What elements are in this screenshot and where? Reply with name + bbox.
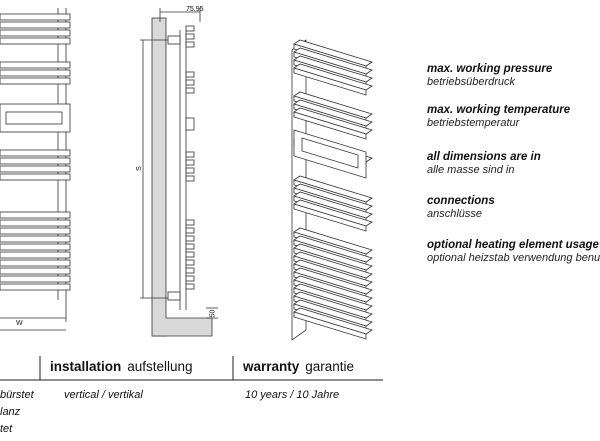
- spec-title: max. working temperature: [427, 104, 571, 116]
- spec-subtitle: optional heizstab verwendung benu: [427, 252, 600, 264]
- perspective-loop-inner: [301, 137, 359, 169]
- perspective-view-drawing: [291, 39, 373, 341]
- spec-subtitle: alle masse sind in: [427, 164, 515, 176]
- warranty-header-normal: garantie: [305, 359, 355, 374]
- installation-header-bold: installation: [50, 359, 122, 374]
- spec-heating-element: optional heating element usage av option…: [427, 239, 600, 265]
- offset-dimension-label: 75.95: [186, 6, 204, 13]
- spec-temperature: max. working temperature betriebstempera…: [427, 104, 570, 130]
- spec-dimensions: all dimensions are in alle masse sind in: [427, 151, 541, 177]
- finish-row: tet: [0, 423, 13, 435]
- installation-header: installation aufstellung: [50, 359, 193, 374]
- width-dimension-label: W: [16, 320, 23, 327]
- spec-subtitle: anschlüsse: [427, 208, 483, 220]
- perspective-bar-face: [293, 111, 367, 140]
- side-view-drawing: [140, 8, 218, 337]
- warranty-header: warranty garantie: [243, 359, 354, 374]
- perspective-bar-face: [293, 311, 367, 340]
- perspective-bar-face: [293, 67, 367, 96]
- installation-header-normal: aufstellung: [127, 359, 193, 374]
- finish-row: lanz: [0, 406, 21, 418]
- spec-subtitle: betriebstemperatur: [427, 117, 520, 129]
- warranty-header-bold: warranty: [243, 359, 300, 374]
- installation-value: vertical / vertikal: [64, 389, 143, 401]
- spec-connections: connections anschlüsse: [427, 195, 495, 221]
- perspective-bar-face: [293, 203, 367, 232]
- finish-row: bürstet: [0, 389, 34, 401]
- spec-subtitle: betriebsüberdruck: [427, 76, 516, 88]
- front-view-drawing: [0, 8, 71, 331]
- spec-title: connections: [427, 195, 495, 207]
- spec-title: all dimensions are in: [427, 151, 541, 163]
- spec-title: optional heating element usage av: [427, 239, 600, 251]
- spec-title: max. working pressure: [427, 63, 553, 75]
- spec-pressure: max. working pressure betriebsüberdruck: [427, 63, 552, 89]
- warranty-value: 10 years / 10 Jahre: [245, 389, 340, 401]
